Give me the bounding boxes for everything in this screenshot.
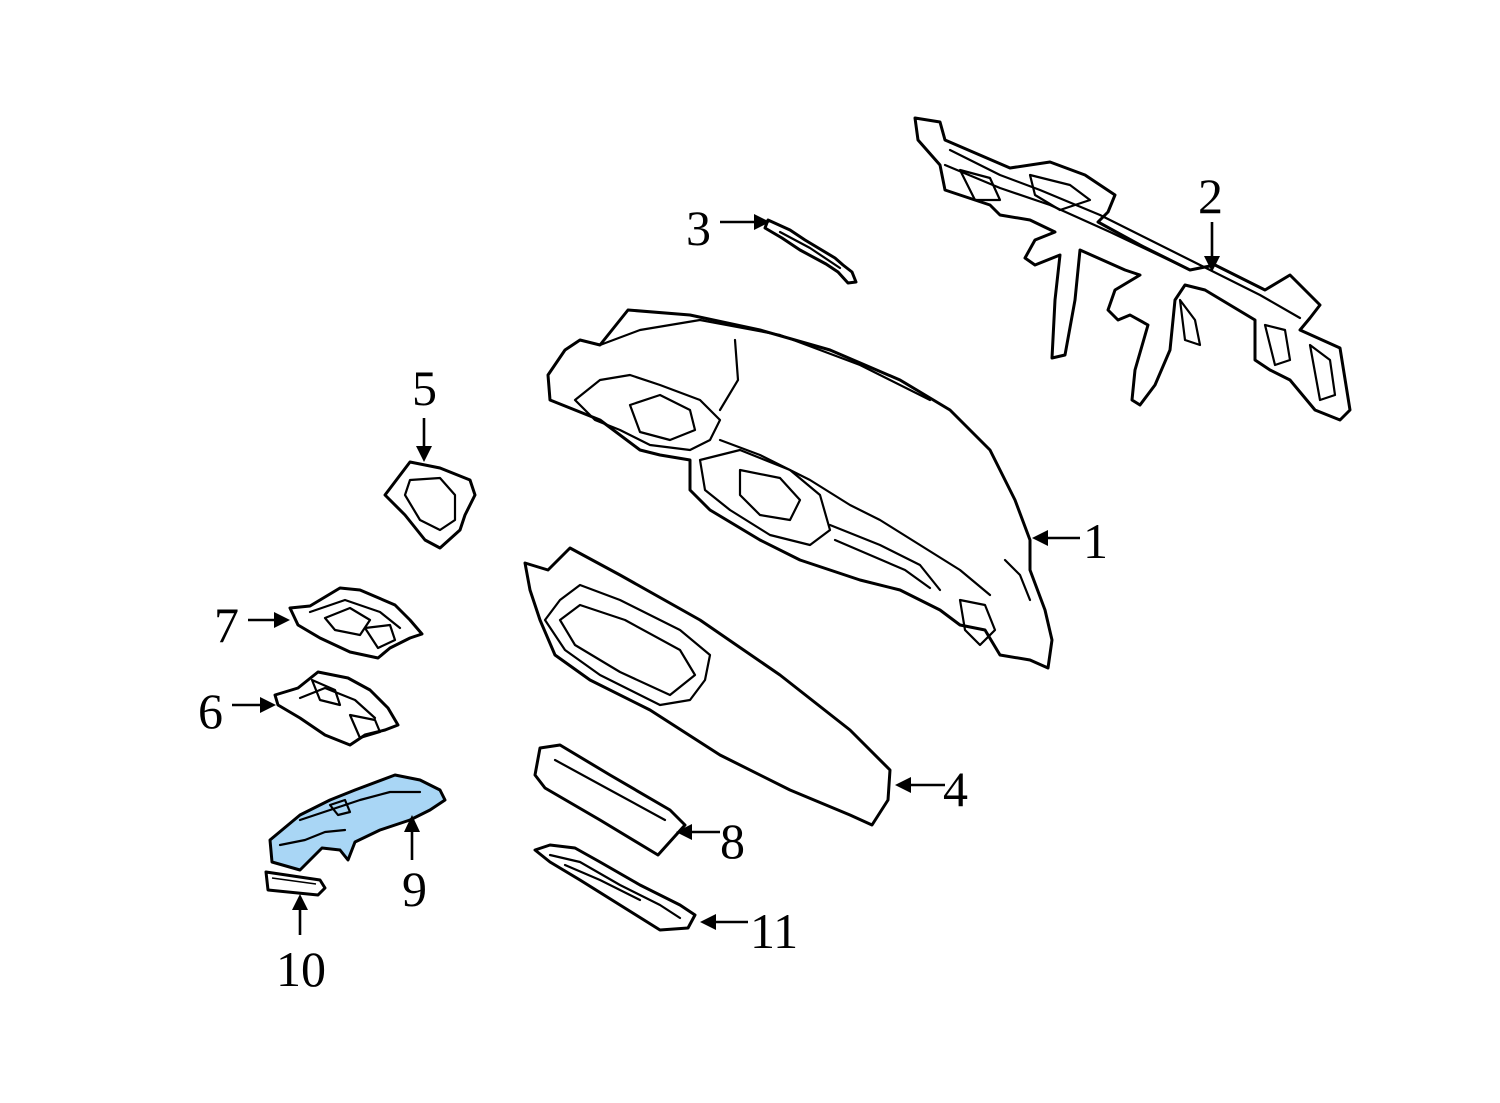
callout-8: 8 [720, 813, 745, 869]
part-10-grille [264, 870, 327, 897]
callout-7: 7 [214, 597, 239, 653]
part-5-cover [383, 460, 477, 550]
part-2-cross-car-beam [913, 116, 1352, 422]
callout-2: 2 [1198, 168, 1223, 224]
callout-9: 9 [402, 861, 427, 917]
leader-lines [232, 214, 1220, 935]
callout-11: 11 [750, 903, 798, 959]
part-8-trim-strip [533, 743, 687, 857]
part-11-reinforcement [533, 843, 697, 932]
part-6-bracket [273, 670, 400, 747]
callout-3: 3 [686, 200, 711, 256]
part-3-bracket [763, 218, 858, 285]
callout-4: 4 [943, 761, 968, 817]
callout-5: 5 [412, 360, 437, 416]
part-9-air-duct [268, 773, 447, 872]
part-4-lower-panel [523, 546, 892, 827]
part-1-instrument-panel [546, 308, 1054, 670]
callout-1: 1 [1083, 513, 1108, 569]
callout-10: 10 [276, 941, 326, 997]
callout-6: 6 [198, 683, 223, 739]
part-7-bracket [288, 586, 424, 660]
